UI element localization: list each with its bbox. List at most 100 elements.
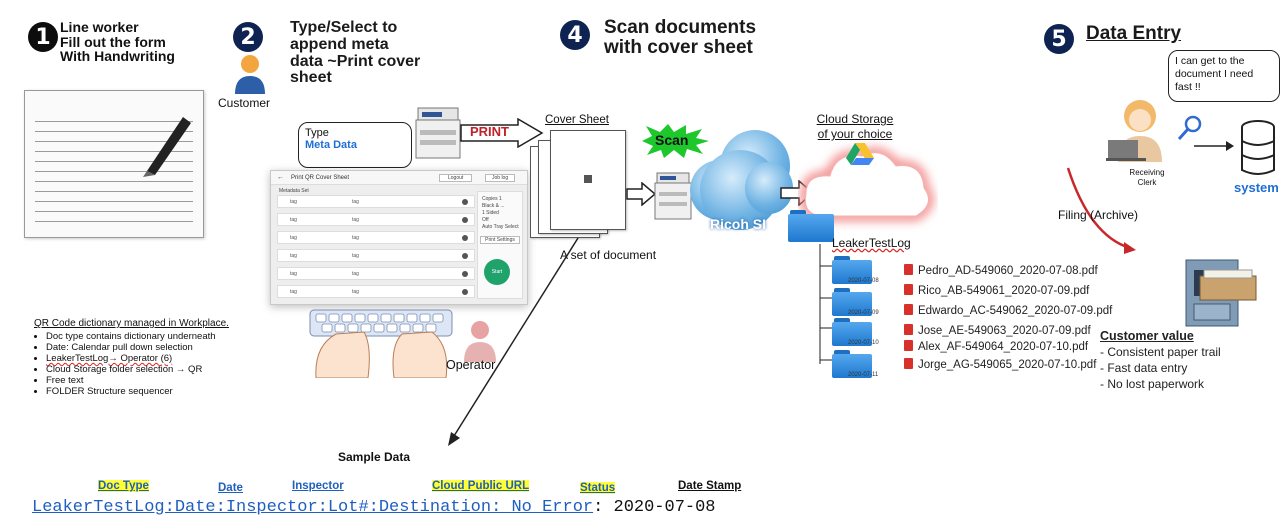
date-folder-label: 2020-07-08 [848, 278, 879, 284]
qr-code-icon [584, 175, 592, 183]
pdf-file-item[interactable]: Jorge_AG-549065_2020-07-10.pdf [904, 358, 1096, 371]
filing-arrow [1066, 167, 1136, 254]
customer-avatar-icon [235, 55, 265, 94]
pdf-icon [904, 324, 913, 335]
sample-header-inspector: Inspector [292, 480, 344, 492]
date-folder-icon[interactable] [832, 318, 872, 346]
step-2-title: Type/Select to append meta data ~Print c… [290, 19, 421, 87]
clear-icon[interactable] [462, 217, 468, 223]
step-5-title: Data Entry [1086, 23, 1182, 44]
ui-print-settings-button[interactable]: Print Settings [480, 236, 520, 244]
clerk-speech-bubble: I can get to the document I need fast !! [1168, 50, 1280, 102]
pdf-icon [904, 264, 913, 275]
pdf-file-item[interactable]: Pedro_AD-549060_2020-07-08.pdf [904, 264, 1098, 277]
qr-dictionary-notes: QR Code dictionary managed in Workplace.… [34, 318, 229, 397]
customer-value-box: Customer value - Consistent paper trail … [1100, 328, 1221, 392]
step-1-title: Line worker Fill out the form With Handw… [60, 19, 175, 65]
cloud-storage-outline-icon [800, 147, 934, 221]
cover-sheet-page [550, 130, 626, 230]
cover-sheet-label: Cover Sheet [545, 114, 609, 126]
pdf-file-item[interactable]: Edwardo_AC-549062_2020-07-09.pdf [904, 304, 1112, 317]
filing-cabinet-icon [1185, 259, 1257, 327]
step-5-number: 5 [1044, 24, 1074, 54]
ui-section-label: Metadata Set [279, 188, 309, 194]
keyboard-hands-icon [309, 309, 453, 378]
customer-value-title: Customer value [1100, 329, 1194, 343]
date-folder-icon[interactable] [832, 288, 872, 316]
type-meta-bubble: Type Meta Data [298, 122, 412, 168]
ui-job-log-button[interactable]: Job log [485, 174, 516, 182]
pdf-file-item[interactable]: Rico_AB-549061_2020-07-09.pdf [904, 284, 1089, 297]
print-arrow [460, 118, 544, 148]
sample-header-cloud-url: Cloud Public URL [432, 480, 530, 492]
date-folder-label: 2020-07-10 [848, 340, 879, 346]
pdf-icon [904, 358, 913, 369]
pen-icon [143, 117, 191, 177]
operator-label: Operator [446, 358, 496, 372]
pdf-file-item[interactable]: Alex_AF-549064_2020-07-10.pdf [904, 340, 1088, 353]
cloud-storage-title: Cloud Storage of your choice [816, 112, 894, 141]
folder-icon [788, 210, 834, 242]
filing-archive-label: Filing (Archive) [1058, 208, 1139, 222]
clear-icon[interactable] [462, 199, 468, 205]
system-label: system [1234, 180, 1279, 195]
pdf-icon [904, 304, 913, 315]
step-4-title: Scan documents with cover sheet [604, 17, 757, 58]
step-1-number: 1 [28, 22, 58, 52]
date-folder-label: 2020-07-09 [848, 310, 879, 316]
pdf-icon [904, 340, 913, 351]
date-folder-icon[interactable] [832, 350, 872, 378]
google-drive-icon [846, 143, 874, 165]
clear-icon[interactable] [462, 289, 468, 295]
notes-item: Doc type contains dictionary underneath [46, 331, 229, 342]
date-folder-label: 2020-07-11 [848, 372, 879, 378]
printer-icon [415, 107, 461, 159]
print-label: PRINT [470, 124, 509, 139]
sample-header-date: Date [218, 482, 243, 494]
folder-tree-lines [819, 244, 838, 364]
sample-header-status: Status [580, 482, 616, 494]
database-icon [1241, 120, 1275, 175]
ui-start-button[interactable]: Start [484, 259, 510, 285]
receiving-clerk-icon [1106, 100, 1162, 162]
root-folder-label: LeakerTestLog [832, 236, 911, 250]
print-qr-cover-sheet-screen: ← Print QR Cover Sheet Logout Job log Me… [270, 170, 528, 305]
handwritten-form-thumbnail [24, 90, 204, 238]
clear-icon[interactable] [462, 253, 468, 259]
date-folder-icon[interactable] [832, 256, 872, 284]
ricoh-si-label: Ricoh SI [710, 216, 767, 232]
scan-starburst [642, 124, 709, 158]
notes-item: FOLDER Structure sequencer [46, 386, 229, 397]
scanner-icon [654, 172, 692, 220]
ui-logout-button[interactable]: Logout [439, 174, 473, 182]
pdf-file-item[interactable]: Jose_AE-549063_2020-07-09.pdf [904, 324, 1091, 337]
customer-value-item: - Consistent paper trail [1100, 345, 1221, 359]
to-system-arrow [1194, 141, 1234, 151]
receiving-clerk-label: Receiving Clerk [1129, 168, 1165, 187]
step-4-number: 4 [560, 20, 590, 50]
sample-header-date-stamp: Date Stamp [678, 480, 742, 492]
clear-icon[interactable] [462, 271, 468, 277]
sample-data-line: LeakerTestLog:Date:Inspector:Lot#:Destin… [32, 498, 716, 517]
notes-item: Cloud Storage folder selection → QR [46, 364, 229, 375]
notes-item: Date: Calendar pull down selection [46, 342, 229, 353]
notes-item: LeakerTestLog→ Operator (6) [46, 353, 229, 364]
ui-title: Print QR Cover Sheet [291, 175, 350, 181]
customer-label: Customer [218, 96, 271, 110]
notes-item: Free text [46, 375, 229, 386]
operator-avatar-icon [464, 321, 496, 362]
customer-value-item: - No lost paperwork [1100, 377, 1205, 391]
set-of-document-label: A set of document [560, 248, 657, 262]
back-arrow-icon[interactable]: ← [277, 174, 284, 181]
clear-icon[interactable] [462, 235, 468, 241]
scan-label: Scan [655, 132, 689, 148]
step-2-number: 2 [233, 22, 263, 52]
magnifier-icon [1177, 115, 1202, 141]
pdf-icon [904, 284, 913, 295]
